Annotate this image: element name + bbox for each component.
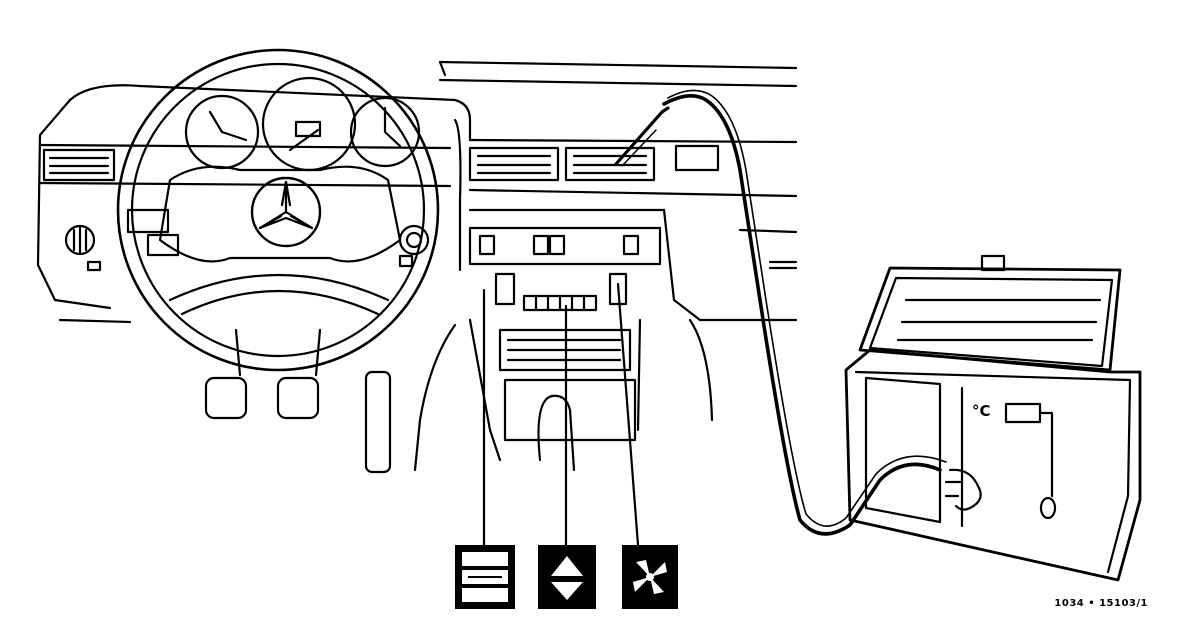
fan-icon — [622, 545, 678, 609]
callout-leader-lines — [482, 282, 640, 547]
temperature-updown-icon — [538, 545, 596, 609]
dashboard-outline — [36, 60, 798, 472]
center-air-vents — [468, 144, 720, 182]
thermometer-instrument — [844, 254, 1142, 582]
climate-control-panel — [468, 226, 662, 312]
thermometer-unit-label: °C — [972, 402, 991, 420]
rheostat-knob — [398, 224, 430, 268]
thermometer-probe-cable — [614, 89, 947, 536]
climate-mode-switch-icon — [455, 545, 515, 609]
mercedes-star-icon — [250, 176, 322, 248]
pedals — [204, 370, 392, 474]
light-switches — [126, 208, 180, 257]
left-air-vent — [42, 148, 116, 182]
left-panel-knob — [64, 224, 102, 272]
speedometer-gauge — [261, 76, 357, 172]
figure-reference-code: 1034 • 15103/1 — [1054, 598, 1148, 609]
radio-console — [468, 318, 642, 472]
